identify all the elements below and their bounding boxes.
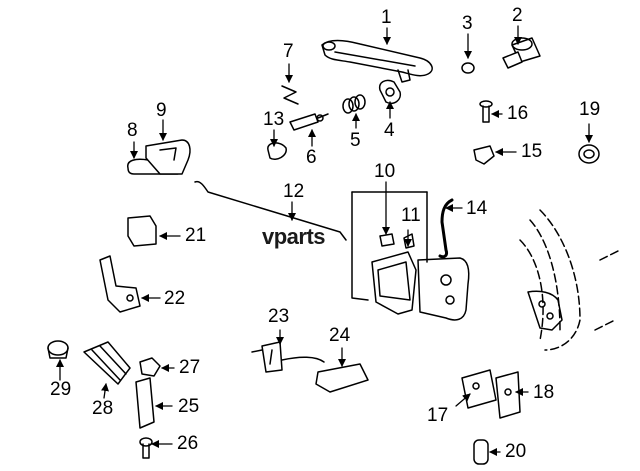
callout-9: 9 xyxy=(156,100,167,121)
part-door-check xyxy=(251,341,325,373)
part-rod-clip xyxy=(267,142,287,160)
callout-15: 15 xyxy=(521,141,543,162)
callout-3: 3 xyxy=(462,13,473,34)
callout-25: 25 xyxy=(178,396,200,417)
part-door-edge xyxy=(527,290,563,331)
callout-19: 19 xyxy=(579,99,601,120)
part-retainer-clip xyxy=(281,85,299,105)
part-hinge xyxy=(461,369,521,419)
callout-23: 23 xyxy=(268,306,290,327)
callout-1: 1 xyxy=(381,7,392,28)
part-handle-clip xyxy=(378,79,402,104)
callout-11: 11 xyxy=(401,205,421,226)
callout-24: 24 xyxy=(329,325,351,346)
callout-16: 16 xyxy=(507,103,529,124)
part-support-bracket xyxy=(99,255,141,313)
callout-6: 6 xyxy=(306,147,317,168)
part-inside-handle-bezel xyxy=(145,139,191,175)
part-bracket xyxy=(127,215,157,247)
part-outside-door-handle xyxy=(321,39,433,83)
part-washer xyxy=(461,62,475,74)
part-striker xyxy=(315,363,369,393)
callout-21: 21 xyxy=(185,225,207,246)
part-door-panel xyxy=(519,209,621,351)
part-rod-end xyxy=(289,113,329,131)
vparts-watermark-logo: vparts xyxy=(262,224,326,250)
part-bolt xyxy=(139,437,153,459)
part-spring xyxy=(342,94,366,114)
callout-28: 28 xyxy=(92,398,114,419)
part-control-rod xyxy=(194,180,347,241)
callout-12: 12 xyxy=(283,181,305,202)
callout-27: 27 xyxy=(179,357,201,378)
callout-10: 10 xyxy=(374,161,396,182)
watermark-brand-text: vparts xyxy=(262,224,326,249)
callout-5: 5 xyxy=(350,130,361,151)
part-nut xyxy=(473,145,495,165)
callout-2: 2 xyxy=(512,5,523,26)
part-latch-assembly xyxy=(351,191,470,321)
part-cover xyxy=(135,377,155,429)
callout-14: 14 xyxy=(466,198,488,219)
callout-17: 17 xyxy=(427,405,449,426)
callout-4: 4 xyxy=(384,120,395,141)
callout-26: 26 xyxy=(177,433,199,454)
part-bumper xyxy=(578,144,600,164)
callout-29: 29 xyxy=(50,379,72,400)
callout-7: 7 xyxy=(283,41,294,62)
callout-18: 18 xyxy=(533,382,555,403)
callout-22: 22 xyxy=(164,288,186,309)
part-grommet xyxy=(473,439,489,465)
part-plug xyxy=(47,340,69,359)
part-nut-small xyxy=(139,357,161,377)
part-stop-bumper xyxy=(83,341,131,385)
callout-20: 20 xyxy=(505,441,527,462)
callout-13: 13 xyxy=(263,109,285,130)
part-screw xyxy=(479,100,493,123)
leader-lines xyxy=(56,25,593,456)
callout-8: 8 xyxy=(127,120,138,141)
part-lock-cylinder xyxy=(502,37,541,69)
